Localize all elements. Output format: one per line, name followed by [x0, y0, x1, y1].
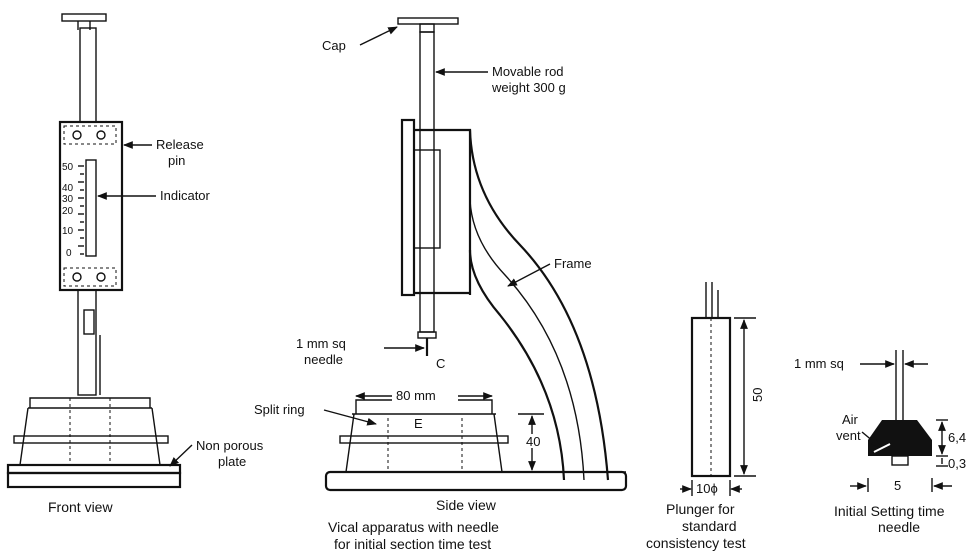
setting-needle-caption-1: Initial Setting time [834, 503, 945, 519]
apparatus-caption-1: Vical apparatus with needle [328, 519, 499, 535]
needle-label-2: needle [304, 352, 343, 367]
scale-tick-0: 0 [66, 248, 72, 259]
plunger-drawing [680, 282, 756, 496]
point-c-label: C [436, 356, 445, 371]
front-view-caption: Front view [48, 499, 113, 515]
plunger-diameter-label: 10ϕ [696, 481, 718, 496]
movable-rod-label-1: Movable rod [492, 64, 564, 79]
movable-rod-label-2: weight 300 g [491, 80, 566, 95]
plunger-caption-1: Plunger for [666, 501, 735, 517]
plunger-caption-2: standard [682, 518, 736, 534]
width-dimension-label: 80 mm [396, 388, 436, 403]
indicator-label: Indicator [160, 188, 211, 203]
release-pin-label-1: Release [156, 137, 204, 152]
setting-needle-drawing [850, 350, 952, 492]
plunger-length-label: 50 [750, 388, 765, 402]
scale-tick-40: 40 [62, 183, 74, 194]
needle-size-label: 1 mm sq [794, 356, 844, 371]
height-dimension-label: 40 [526, 434, 540, 449]
side-view-caption: Side view [436, 497, 497, 513]
scale-tick-30: 30 [62, 194, 74, 205]
frame-label: Frame [554, 256, 592, 271]
point-e-label: E [414, 416, 423, 431]
needle-label-1: 1 mm sq [296, 336, 346, 351]
dimension-64-label: 6,4 [948, 430, 966, 445]
side-view-drawing [324, 17, 628, 492]
release-pin-label-2: pin [168, 153, 185, 168]
scale-tick-20: 20 [62, 206, 74, 217]
air-vent-label-1: Air [842, 412, 859, 427]
dimension-5-label: 5 [894, 478, 901, 493]
split-ring-label: Split ring [254, 402, 305, 417]
scale-tick-10: 10 [62, 226, 74, 237]
cap-label: Cap [322, 38, 346, 53]
non-porous-plate-label-2: plate [218, 454, 246, 469]
front-view-drawing [6, 13, 182, 489]
scale-tick-50: 50 [62, 162, 74, 173]
dimension-03-label: 0,3 [948, 456, 966, 471]
non-porous-plate-label-1: Non porous [196, 438, 264, 453]
air-vent-label-2: vent [836, 428, 861, 443]
plunger-caption-3: consistency test [646, 535, 746, 551]
apparatus-caption-2: for initial section time test [334, 536, 491, 552]
setting-needle-caption-2: needle [878, 519, 920, 535]
